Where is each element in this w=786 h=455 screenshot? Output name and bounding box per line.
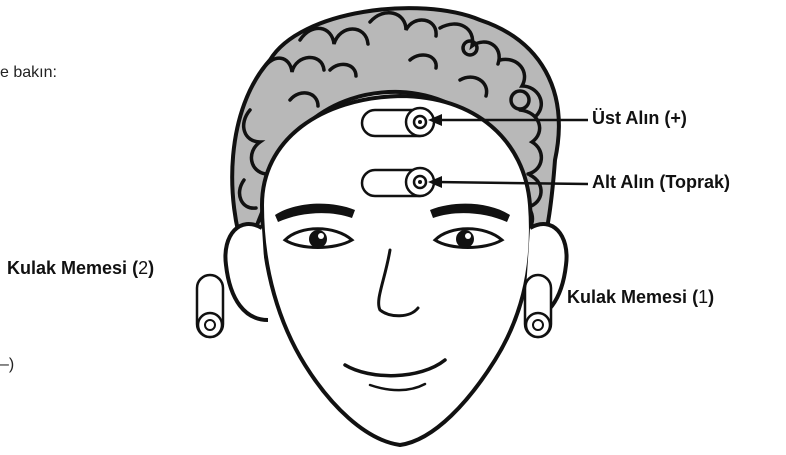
label-lower-forehead-name: Alt Alın [592,172,654,192]
label-earlobe-right: Kulak Memesi (1) [567,287,714,308]
label-earlobe-left-close: ) [148,258,154,278]
ear-left [225,224,268,320]
electrode-earlobe-right [525,275,551,337]
label-upper-forehead-suffix: (+) [664,108,687,128]
electrode-upper-forehead [362,108,434,136]
electrode-lower-forehead [362,168,434,196]
label-upper-forehead: Üst Alın (+) [592,108,687,129]
label-earlobe-right-name: Kulak Memesi [567,287,687,307]
label-earlobe-right-open: ( [687,287,698,307]
label-lower-forehead: Alt Alın (Toprak) [592,172,730,193]
label-earlobe-left: Kulak Memesi (2) [7,258,154,279]
label-lower-forehead-suffix: (Toprak) [659,172,730,192]
clipped-text-bottom: –) [0,356,14,374]
label-earlobe-left-name: Kulak Memesi [7,258,127,278]
electrode-earlobe-left [197,275,223,337]
label-upper-forehead-name: Üst Alın [592,108,659,128]
face-outline [262,96,531,445]
clipped-text-top: e bakın: [0,64,57,82]
label-earlobe-left-open: ( [127,258,138,278]
label-earlobe-left-number: 2 [138,258,148,278]
label-earlobe-right-number: 1 [698,287,708,307]
label-earlobe-right-close: ) [708,287,714,307]
